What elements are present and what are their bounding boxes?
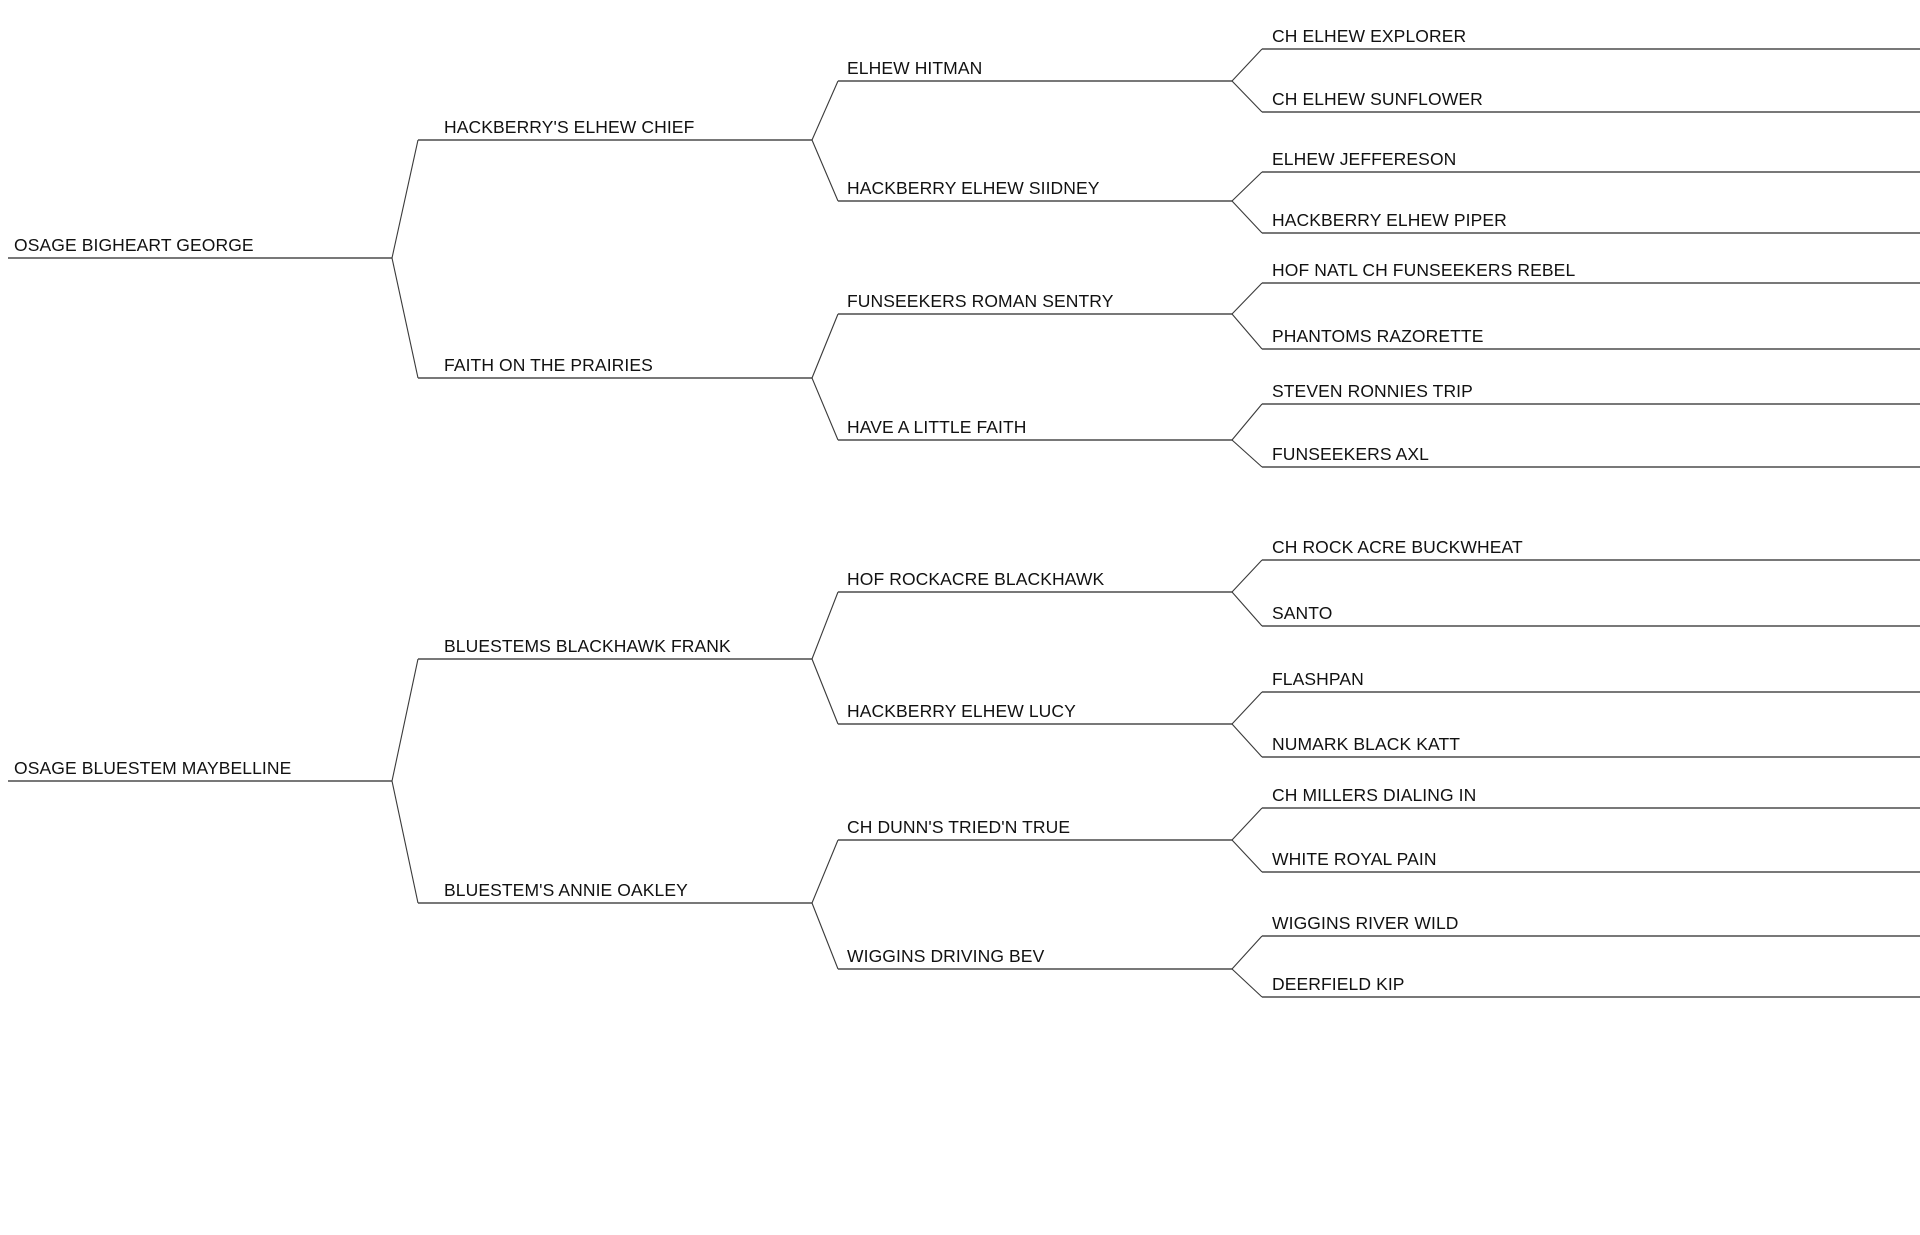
line-fork-gen2-top-0-lower xyxy=(1231,80,1263,113)
node-gen3-bottom-0[interactable]: CH ROCK ACRE BUCKWHEAT xyxy=(1272,537,1523,557)
node-gen3-top-7[interactable]: FUNSEEKERS AXL xyxy=(1272,444,1430,464)
node-gen1-bottom-1[interactable]: BLUESTEM'S ANNIE OAKLEY xyxy=(444,880,688,900)
line-fork-gen2-top-3-upper xyxy=(1231,403,1263,441)
node-gen3-top-3[interactable]: HACKBERRY ELHEW PIPER xyxy=(1272,210,1507,230)
node-gen3-bottom-5[interactable]: WHITE ROYAL PAIN xyxy=(1272,849,1437,869)
node-gen3-bottom-6[interactable]: WIGGINS RIVER WILD xyxy=(1272,913,1459,933)
line-fork-gen2-bottom-1-lower xyxy=(1231,723,1263,758)
line-fork-gen2-top-0-upper xyxy=(1231,48,1263,82)
line-fork-bottom-upper xyxy=(391,658,419,782)
line-fork-gen2-top-1-upper xyxy=(1231,171,1263,202)
line-fork-gen1-top-1-upper xyxy=(811,313,839,379)
node-root-bottom[interactable]: OSAGE BLUESTEM MAYBELLINE xyxy=(14,758,292,778)
line-fork-gen2-bottom-0-upper xyxy=(1231,559,1263,593)
line-fork-top-lower xyxy=(391,257,419,379)
node-gen1-top-0[interactable]: HACKBERRY'S ELHEW CHIEF xyxy=(444,117,695,137)
node-gen2-bottom-1[interactable]: HACKBERRY ELHEW LUCY xyxy=(847,701,1076,721)
line-fork-gen2-top-2-upper xyxy=(1231,282,1263,315)
node-gen3-top-2[interactable]: ELHEW JEFFERESON xyxy=(1272,149,1457,169)
node-gen3-bottom-3[interactable]: NUMARK BLACK KATT xyxy=(1272,734,1461,754)
node-gen3-bottom-2[interactable]: FLASHPAN xyxy=(1272,669,1364,689)
node-gen2-top-1[interactable]: HACKBERRY ELHEW SIIDNEY xyxy=(847,178,1100,198)
node-gen2-bottom-2[interactable]: CH DUNN'S TRIED'N TRUE xyxy=(847,817,1071,837)
node-gen2-bottom-3[interactable]: WIGGINS DRIVING BEV xyxy=(847,946,1045,966)
line-fork-gen2-bottom-3-lower xyxy=(1231,968,1263,998)
line-fork-bottom-lower xyxy=(391,780,419,904)
node-gen2-top-3[interactable]: HAVE A LITTLE FAITH xyxy=(847,417,1027,437)
node-gen3-top-1[interactable]: CH ELHEW SUNFLOWER xyxy=(1272,89,1483,109)
line-fork-gen1-bottom-1-lower xyxy=(811,902,839,970)
node-gen2-top-0[interactable]: ELHEW HITMAN xyxy=(847,58,983,78)
line-fork-gen1-bottom-0-upper xyxy=(811,591,839,660)
node-gen3-top-5[interactable]: PHANTOMS RAZORETTE xyxy=(1272,326,1484,346)
node-gen3-top-4[interactable]: HOF NATL CH FUNSEEKERS REBEL xyxy=(1272,260,1576,280)
line-fork-gen2-bottom-1-upper xyxy=(1231,691,1263,725)
line-fork-gen2-top-3-lower xyxy=(1231,439,1263,468)
node-gen2-top-2[interactable]: FUNSEEKERS ROMAN SENTRY xyxy=(847,291,1114,311)
line-fork-gen1-bottom-1-upper xyxy=(811,839,839,904)
node-gen3-top-0[interactable]: CH ELHEW EXPLORER xyxy=(1272,26,1467,46)
line-fork-gen1-bottom-0-lower xyxy=(811,658,839,725)
node-gen3-bottom-4[interactable]: CH MILLERS DIALING IN xyxy=(1272,785,1477,805)
line-fork-gen1-top-1-lower xyxy=(811,377,839,441)
line-fork-gen1-top-0-upper xyxy=(811,80,839,141)
node-gen1-top-1[interactable]: FAITH ON THE PRAIRIES xyxy=(444,355,653,375)
line-fork-gen2-top-1-lower xyxy=(1231,200,1263,234)
node-root-top[interactable]: OSAGE BIGHEART GEORGE xyxy=(14,235,254,255)
node-gen3-bottom-7[interactable]: DEERFIELD KIP xyxy=(1272,974,1405,994)
node-gen3-bottom-1[interactable]: SANTO xyxy=(1272,603,1333,623)
line-fork-gen2-bottom-3-upper xyxy=(1231,935,1263,970)
line-fork-gen1-top-0-lower xyxy=(811,139,839,202)
node-gen2-bottom-0[interactable]: HOF ROCKACRE BLACKHAWK xyxy=(847,569,1105,589)
node-gen3-top-6[interactable]: STEVEN RONNIES TRIP xyxy=(1272,381,1473,401)
line-fork-top-upper xyxy=(391,139,419,259)
line-fork-gen2-bottom-2-upper xyxy=(1231,807,1263,841)
line-fork-gen2-bottom-2-lower xyxy=(1231,839,1263,873)
line-fork-gen2-bottom-0-lower xyxy=(1231,591,1263,627)
node-gen1-bottom-0[interactable]: BLUESTEMS BLACKHAWK FRANK xyxy=(444,636,731,656)
line-fork-gen2-top-2-lower xyxy=(1231,313,1263,350)
